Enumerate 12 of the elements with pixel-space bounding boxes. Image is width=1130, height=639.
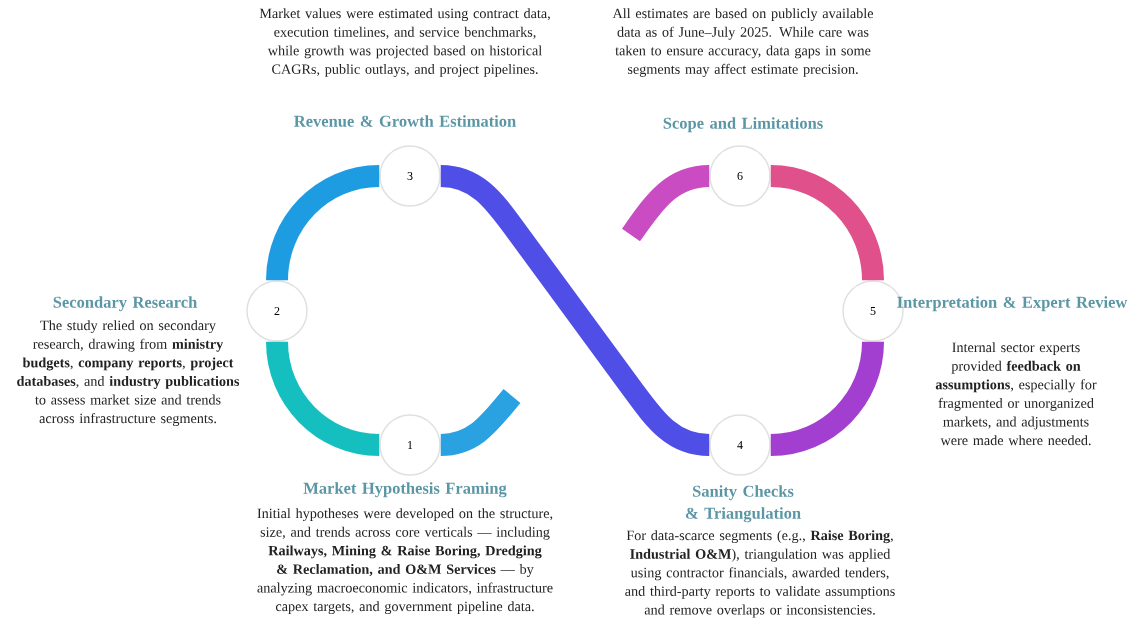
description-text: Initial hypotheses were developed on the structure, size, and trends across core verticals — including Railways, Mining & Raise Boring, Dredging & Reclamation, and O&M Services — by analyzing macroeconomic indicators, infrastructure capex targets, and government pipeline data. (257, 508, 553, 615)
description-text: The study relied on secondary research, drawing from ministry budgets, company reports, project databases, and industry publications to assess market size and trends across infrastructure segments. (17, 320, 240, 427)
step-heading: Revenue & Growth Estimation (294, 115, 516, 127)
step-heading: Market Hypothesis Framing (303, 482, 507, 498)
step-heading: Sanity Checks & Triangulation (685, 485, 801, 523)
description-text: Market values were estimated using contract data, execution timelines, and service benchmarks, while growth was projected based on historical CAGRs, public outlays, and project pipelines. (259, 8, 550, 77)
description-text: For data-scarce segments (e.g., Raise Boring, Industrial O&M), triangulation was applied using contractor financials, awarded tenders, and third-party reports to validate assumptions and remove overlaps or inconsistencies. (625, 530, 895, 618)
description-text: All estimates are based on publicly available data as of June–July 2025. While care was taken to ensure accuracy, data gaps in some segments may affect estimate precision. (612, 8, 874, 77)
step-heading: Scope and Limitations (663, 117, 823, 133)
step-heading: Interpretation & Expert Review (897, 296, 1128, 312)
description-text: Internal sector experts provided feedback on assumptions, especially for fragmented or unorganized markets, and adjustments were made where needed. (935, 342, 1097, 446)
step-heading: Secondary Research (53, 296, 198, 312)
